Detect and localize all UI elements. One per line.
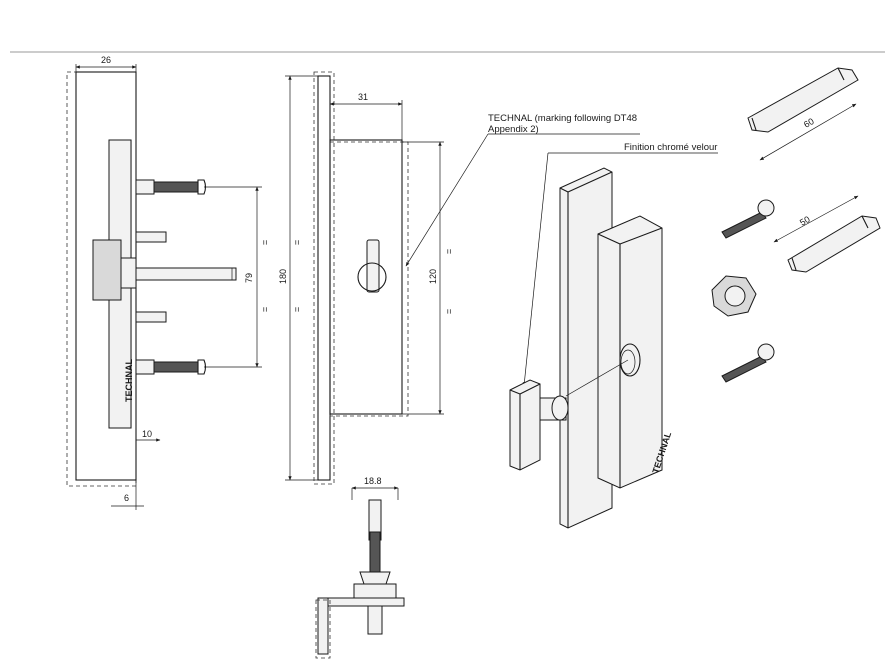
equal-sign-6: =	[444, 309, 454, 314]
technal-note-line2: Appendix 2)	[488, 124, 539, 135]
finish-note: Finition chromé velour	[522, 142, 718, 387]
equal-sign-2: =	[260, 307, 270, 312]
equal-sign-3: =	[292, 240, 302, 245]
screw-lower	[721, 343, 775, 383]
side-view: 26 79 = = 10 6 TECHNAL	[66, 55, 270, 510]
side-brand-mark: TECHNAL	[124, 359, 134, 402]
isometric-view: TECHNAL 60 50	[509, 67, 881, 529]
equal-sign-1: =	[260, 240, 270, 245]
dim-50: 50	[798, 214, 812, 228]
dim-79: 79	[244, 273, 254, 283]
spindle-60: 60	[747, 67, 859, 161]
dim-10: 10	[142, 429, 152, 439]
front-view: 31 180 = = 120 = =	[278, 71, 454, 485]
dim-6: 6	[124, 493, 129, 503]
spindle-50: 50	[773, 195, 881, 273]
dim-31: 31	[358, 92, 368, 102]
dim-18-8: 18.8	[364, 476, 382, 486]
plan-view: 18.8	[315, 476, 405, 659]
screw-upper	[721, 199, 775, 239]
nut	[711, 275, 757, 317]
dim-26: 26	[101, 55, 111, 65]
dim-120: 120	[428, 269, 438, 284]
dim-60: 60	[802, 116, 816, 130]
finish-note-text: Finition chromé velour	[624, 142, 717, 153]
dim-180: 180	[278, 269, 288, 284]
technal-note-line1: TECHNAL (marking following DT48	[488, 113, 637, 124]
equal-sign-4: =	[292, 307, 302, 312]
equal-sign-5: =	[444, 249, 454, 254]
technal-note: TECHNAL (marking following DT48 Appendix…	[405, 113, 640, 267]
